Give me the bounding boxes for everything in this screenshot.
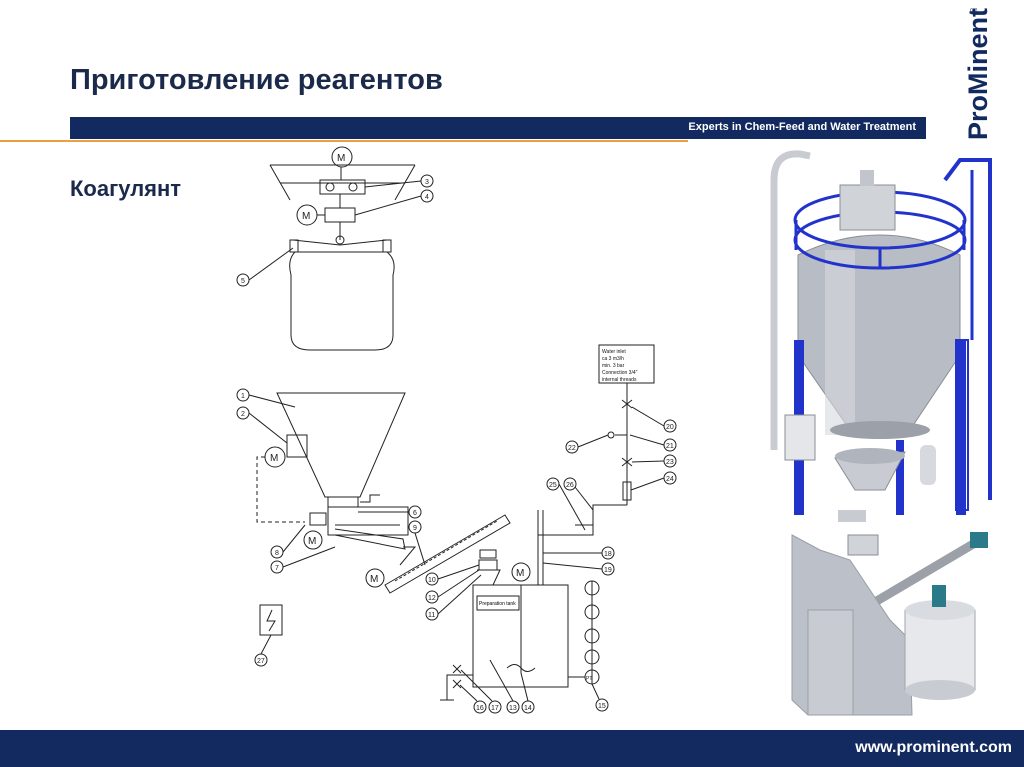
- callout: 23: [666, 459, 674, 466]
- callout: 22: [568, 445, 576, 452]
- callout: 21: [666, 443, 674, 450]
- dosing-screw-motor: M: [303, 530, 323, 550]
- vibrator-motor: M: [256, 446, 305, 523]
- control-panel: [784, 414, 816, 461]
- motor-label: M: [370, 574, 378, 585]
- water-inlet-note-line: internal threads: [602, 377, 637, 383]
- header-bar: Experts in Chem-Feed and Water Treatment: [70, 117, 926, 139]
- control-cabinet: [259, 604, 283, 636]
- discharge-cone: [834, 445, 936, 491]
- callout: 26: [566, 482, 574, 489]
- callout: 3: [425, 179, 429, 186]
- callout: 16: [476, 705, 484, 712]
- motor-label: M: [308, 536, 316, 547]
- callout: 17: [491, 705, 499, 712]
- fill-pipe: [770, 150, 811, 450]
- agitator-motor: M: [511, 562, 531, 582]
- silo-plant-illustration: [770, 150, 992, 716]
- footer-url[interactable]: www.prominent.com: [855, 739, 1012, 756]
- callout: 12: [428, 595, 436, 602]
- callout: 20: [666, 424, 674, 431]
- water-inlet-note-line: min. 3 bar: [602, 363, 625, 369]
- dosing-screw: [309, 506, 409, 550]
- prominent-logo: ProMinent ®: [963, 8, 993, 140]
- hoist-motor-top: M: [331, 146, 353, 168]
- hopper: [276, 392, 406, 508]
- motor-label: M: [270, 453, 278, 464]
- callout-labels: 1 2 3 4 5 6 7 8 9 10 11 12 13 14 15 16 1…: [236, 174, 677, 714]
- water-inlet-piping: [538, 344, 655, 536]
- footer-bar: www.prominent.com: [0, 730, 1024, 767]
- process-schematic: M M M M M: [236, 146, 677, 714]
- water-inlet-note-line: ca 3 m3/h: [602, 356, 624, 362]
- callout: 11: [428, 612, 435, 619]
- dust-filter: [839, 170, 896, 231]
- inclined-conveyor: [384, 514, 511, 594]
- wall-cutaway: [791, 534, 913, 716]
- callout: 9: [413, 525, 417, 532]
- silo-body: [797, 234, 961, 439]
- preparation-tank-3d: [904, 585, 976, 700]
- water-inlet-note-line: Connection 3/4": [602, 370, 638, 376]
- callout: 24: [666, 476, 674, 483]
- callout: 14: [524, 705, 532, 712]
- drain-valves: [440, 664, 473, 701]
- callout: 2: [241, 411, 245, 418]
- hoist-motor-trolley: M: [296, 204, 325, 226]
- motor-label: M: [516, 568, 524, 579]
- callout: 7: [275, 565, 279, 572]
- slide-subtitle: Коагулянт: [70, 176, 182, 201]
- header-tagline: Experts in Chem-Feed and Water Treatment: [688, 121, 916, 133]
- callout: 10: [428, 577, 436, 584]
- motor-label: M: [302, 211, 310, 222]
- callout: 18: [604, 551, 612, 558]
- callout: 6: [413, 510, 417, 517]
- logo-text: ProMinent: [963, 8, 993, 140]
- callout: 13: [509, 705, 517, 712]
- callout: 8: [275, 550, 279, 557]
- callout: 19: [604, 567, 612, 574]
- orange-divider: [0, 140, 688, 142]
- preparation-tank: Preparation tank: [472, 510, 569, 688]
- callout: 27: [257, 658, 265, 665]
- callout: 4: [425, 194, 429, 201]
- tank-label: Preparation tank: [479, 601, 516, 607]
- callout: 1: [241, 393, 245, 400]
- water-inlet-note-line: Water inlet: [602, 349, 626, 355]
- screw-conveyor: [838, 510, 988, 609]
- pt-label: PT: [586, 676, 592, 682]
- level-sensors: PT: [568, 580, 600, 685]
- callout: 5: [241, 278, 245, 285]
- conveyor-motor: M: [365, 568, 385, 588]
- callout: 25: [549, 482, 557, 489]
- callout: 15: [598, 703, 606, 710]
- logo-registered-mark: ®: [970, 8, 978, 17]
- slide-title: Приготовление реагентов: [70, 64, 443, 96]
- motor-label: M: [337, 153, 345, 164]
- access-ladder: [943, 158, 992, 511]
- water-inlet-note: Water inlet ca 3 m3/h min. 3 bar Connect…: [602, 349, 638, 383]
- big-bag: [289, 239, 395, 351]
